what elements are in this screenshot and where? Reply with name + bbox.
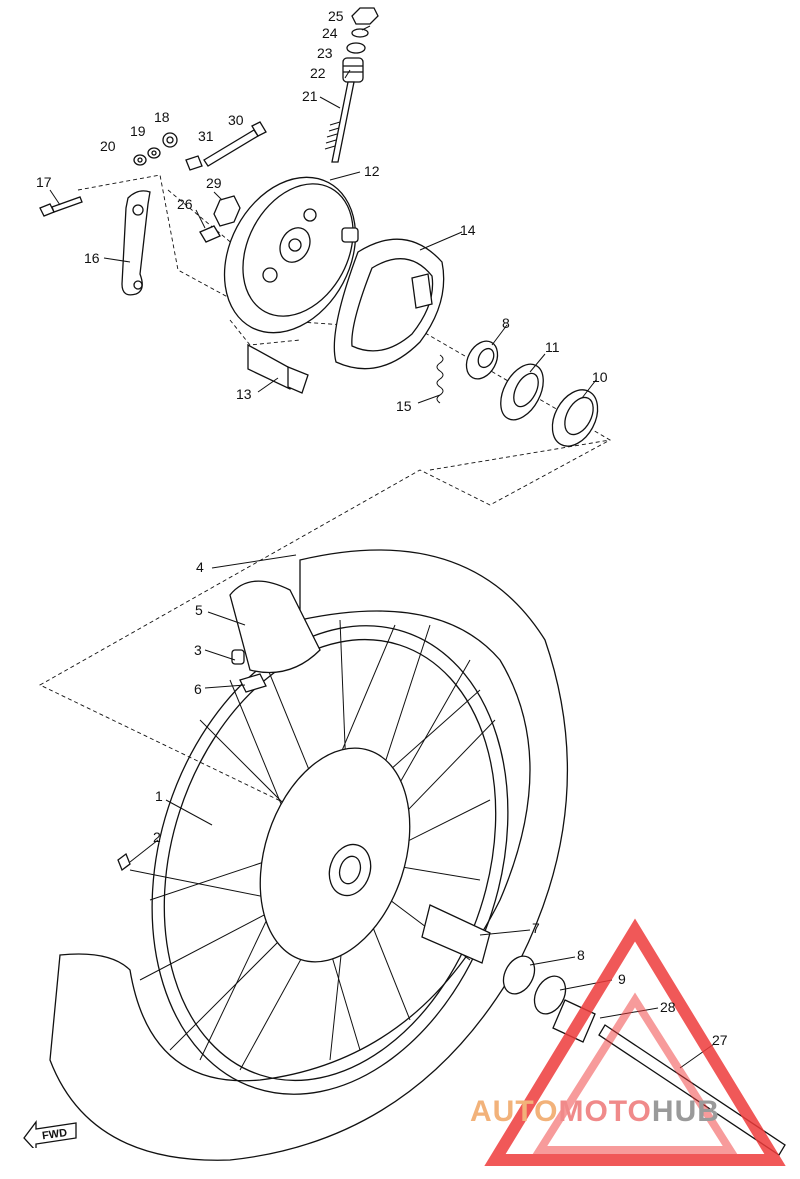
callout-5: 5 (195, 602, 203, 618)
callout-24: 24 (322, 25, 338, 41)
callout-8-upper: 8 (502, 315, 510, 331)
callout-20: 20 (100, 138, 116, 154)
leader-lines (49, 25, 715, 1069)
callout-12: 12 (364, 163, 380, 179)
callout-26: 26 (177, 196, 193, 212)
callout-22: 22 (310, 65, 326, 81)
callout-30: 30 (228, 112, 244, 128)
callout-21: 21 (302, 88, 318, 104)
dashed-guide-lines (39, 174, 611, 821)
watermark-moto: MOTO (558, 1095, 652, 1128)
callout-19: 19 (130, 123, 146, 139)
callout-16: 16 (84, 250, 100, 266)
callout-31: 31 (198, 128, 214, 144)
callout-10: 10 (592, 369, 608, 385)
watermark-logo (484, 918, 786, 1166)
callout-29: 29 (206, 175, 222, 191)
watermark-auto: AUTO (470, 1095, 559, 1128)
callout-3: 3 (194, 642, 202, 658)
brake-backing-plate (223, 176, 359, 394)
fwd-label: FWD (41, 1127, 68, 1142)
callout-1: 1 (155, 788, 163, 804)
callout-25: 25 (328, 8, 344, 24)
callout-13: 13 (236, 386, 252, 402)
brake-shoes (333, 238, 445, 404)
front-wheel-assembly (49, 549, 786, 1161)
hub-bearing-gear-seal (465, 340, 599, 447)
callout-4: 4 (196, 559, 204, 575)
callout-6: 6 (194, 681, 202, 697)
callout-7: 7 (532, 920, 540, 936)
forward-direction-arrow-icon: FWD (23, 1120, 77, 1148)
callout-11: 11 (545, 339, 560, 355)
callout-15: 15 (396, 398, 412, 414)
callout-17: 17 (36, 174, 52, 190)
speedometer-drive-parts (324, 7, 379, 163)
callout-27: 27 (712, 1032, 728, 1048)
callout-9: 9 (618, 971, 626, 987)
callout-18: 18 (154, 109, 170, 125)
callout-8-lower: 8 (577, 947, 585, 963)
callout-2: 2 (153, 829, 161, 845)
watermark-text: AUTOMOTOHUB (470, 1095, 720, 1129)
callout-14: 14 (460, 222, 476, 238)
callout-28: 28 (660, 999, 676, 1015)
brake-lever-parts (39, 121, 267, 296)
callout-23: 23 (317, 45, 333, 61)
watermark-hub: HUB (651, 1095, 720, 1128)
